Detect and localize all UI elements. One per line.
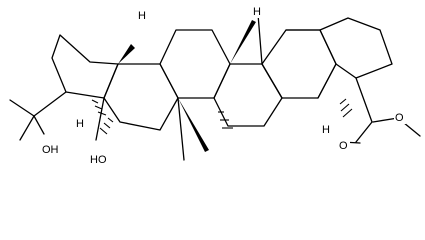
methyl-bond [257, 13, 263, 65]
ring-b-bond [103, 63, 179, 131]
ester-oxygen-label: O [395, 112, 404, 124]
stereo-bonds [91, 20, 353, 152]
ring-f-bond [319, 17, 393, 79]
atom-labels: H H H H OH HO O O [40, 4, 406, 166]
ring-d-bond [213, 63, 283, 127]
side-chain-bond [19, 115, 35, 141]
stereo-hydrogen-label: H [138, 10, 146, 22]
methyl-bond [177, 97, 185, 161]
hash-bond [91, 99, 107, 116]
side-chain-bond [9, 91, 67, 117]
hash-bond [339, 98, 353, 118]
hash-bond [99, 117, 114, 135]
stereo-hydrogen-label: H [322, 124, 330, 136]
ring-f-bond [285, 29, 337, 99]
wedge-bond [118, 44, 135, 64]
molecule-structure: H H H H OH HO O O [9, 4, 421, 166]
hydroxyl-label: OH [42, 144, 59, 156]
wedge-bond [178, 98, 209, 152]
side-chain-bond [33, 115, 45, 135]
ester-bond [355, 77, 373, 143]
ring-oh-bond [95, 97, 105, 141]
wedge-bond [230, 20, 256, 64]
stereo-hydrogen-label: H [76, 118, 84, 130]
hash-bond [218, 111, 233, 129]
carbonyl-oxygen-label: O [339, 140, 348, 152]
stereo-hydrogen-label: H [253, 6, 261, 18]
hydroxyl-label: HO [90, 154, 107, 166]
ring-bonds [9, 13, 421, 161]
